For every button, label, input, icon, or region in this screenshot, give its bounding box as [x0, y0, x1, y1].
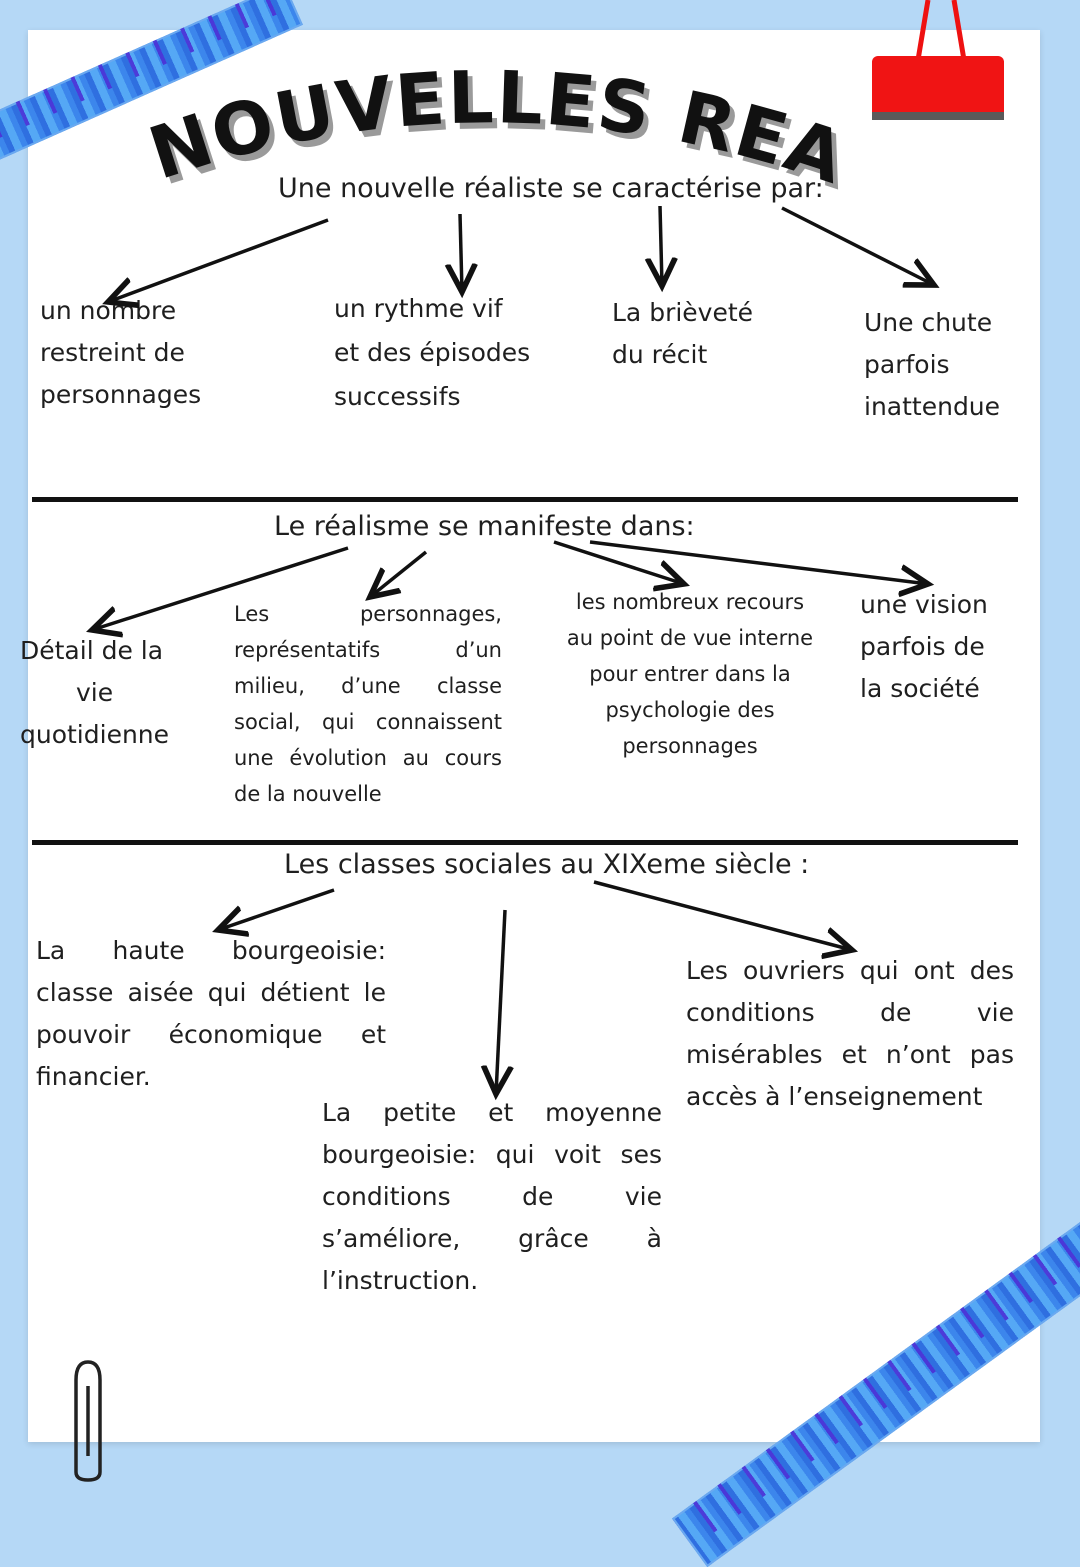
s3-item-petite-bourgeoisie: La petite et moyenne bourgeoisie: qui vo…	[322, 1098, 662, 1295]
section2-heading: Le réalisme se manifeste dans:	[274, 511, 695, 542]
section-divider	[32, 840, 1018, 845]
s3-item-haute-bourgeoisie: La haute bourgeoisie: classe aisée qui d…	[36, 936, 386, 1091]
section1-heading: Une nouvelle réaliste se caractérise par…	[278, 173, 824, 204]
binder-clip-icon	[872, 0, 1004, 120]
section3-heading: Les classes sociales au XIXeme siècle :	[284, 849, 810, 880]
paperclip-icon	[74, 1360, 102, 1482]
section-divider	[32, 497, 1018, 502]
s3-item-ouvriers: Les ouvriers qui ont des conditions de v…	[686, 956, 1014, 1111]
s2-item-personnages: Les personnages, représentatifs d’un mil…	[234, 602, 502, 806]
